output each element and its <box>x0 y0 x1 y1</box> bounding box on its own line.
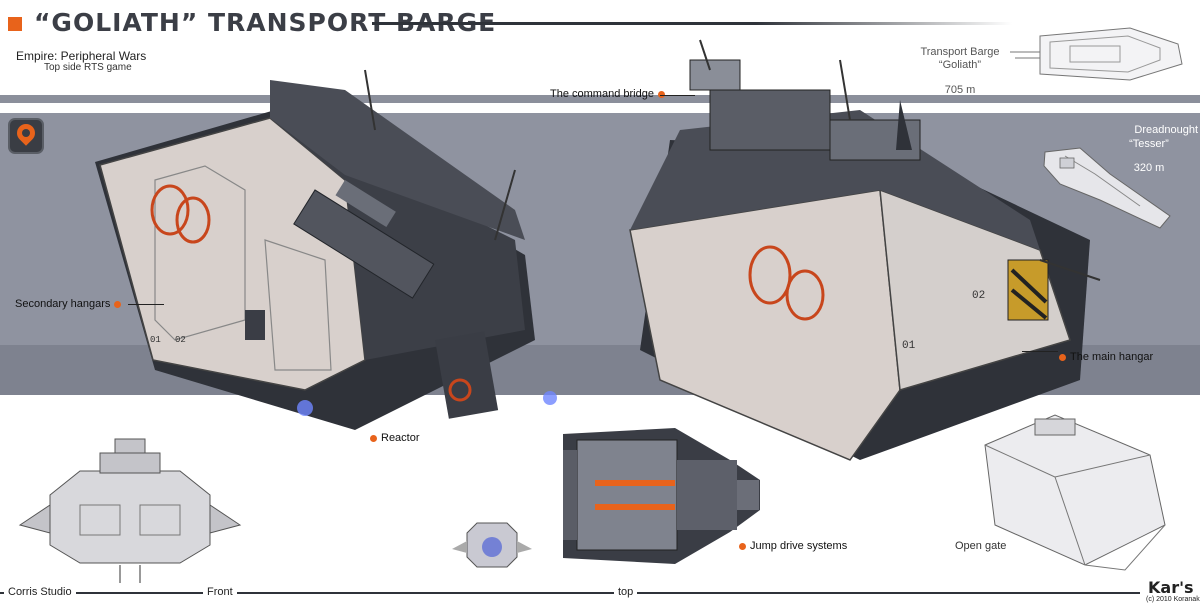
background-band-top <box>0 95 1200 103</box>
callout-open-gate: Open gate <box>955 540 1007 552</box>
leader-line <box>1022 351 1058 352</box>
callout-main-hangar-text: The main hangar <box>1070 351 1154 363</box>
title-marker <box>8 17 22 31</box>
right-ship-render: 01 02 <box>629 39 1101 461</box>
dreadnought-sketch <box>1043 147 1171 229</box>
footer-rule <box>0 592 1140 594</box>
top-view-render <box>563 428 760 564</box>
dread-info-line2: “Tesser” <box>1129 138 1169 150</box>
top-view-sketch <box>1010 27 1183 81</box>
left-hull-marking-a: 01 <box>150 335 161 345</box>
front-view-sketch <box>18 438 242 583</box>
callout-marker <box>1059 353 1066 361</box>
callout-reactor-text: Reactor <box>381 432 420 444</box>
footer-top-label: top <box>614 586 638 598</box>
leader-line <box>128 304 164 305</box>
dread-info-line1: Dreadnought <box>1134 124 1198 136</box>
footer-studio: Corris Studio <box>4 586 76 598</box>
callout-marker <box>114 300 122 308</box>
right-hull-marking-a: 01 <box>902 340 916 352</box>
location-pin-hole <box>22 129 30 137</box>
left-hull-marking-b: 02 <box>175 335 186 345</box>
callout-jump-drive: Jump drive systems <box>735 540 847 552</box>
callout-reactor: Reactor <box>366 432 420 444</box>
game-subtitle: Top side RTS game <box>44 62 132 73</box>
callout-marker <box>739 542 746 550</box>
callout-command-bridge: The command bridge <box>550 88 669 100</box>
callout-command-bridge-text: The command bridge <box>550 88 654 100</box>
callout-marker <box>370 434 377 442</box>
dread-length: 320 m <box>1133 162 1165 174</box>
callout-secondary-hangars: Secondary hangars <box>15 298 125 310</box>
transport-length: 705 m <box>944 84 976 96</box>
small-front-render <box>452 522 532 568</box>
callout-jump-drive-text: Jump drive systems <box>750 540 848 552</box>
title-rule <box>372 22 1012 25</box>
callout-marker <box>657 90 665 98</box>
callout-main-hangar: The main hangar <box>1055 351 1153 363</box>
transport-info-line2: “Goliath” <box>938 59 982 71</box>
footer-front-label: Front <box>203 586 237 598</box>
callout-secondary-hangars-text: Secondary hangars <box>15 298 111 310</box>
transport-info-line1: Transport Barge <box>920 46 1000 58</box>
game-title: Empire: Peripheral Wars <box>16 49 147 63</box>
leader-line <box>660 95 695 96</box>
left-ship-render: 01 02 <box>95 69 557 430</box>
artist-logo: Kar's <box>1148 578 1194 597</box>
open-gate-sketch <box>984 414 1166 571</box>
right-hull-marking-b: 02 <box>972 290 985 302</box>
copyright-text: (c) 2010 Koranak <box>1146 596 1200 603</box>
background-band-gap <box>0 103 520 113</box>
